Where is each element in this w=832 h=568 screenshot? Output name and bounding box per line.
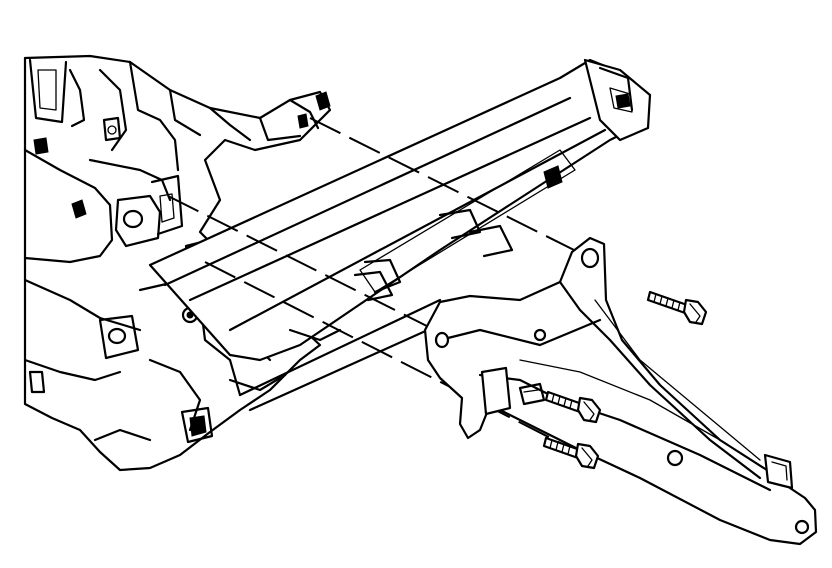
middle-bolt xyxy=(544,390,602,424)
cross-car-beam xyxy=(148,58,652,412)
mounting-bracket xyxy=(423,236,818,546)
upper-bolt xyxy=(646,290,708,326)
alignment-line-upper xyxy=(309,117,599,263)
lower-bolt xyxy=(542,436,600,470)
alignment-lines xyxy=(167,117,599,453)
alignment-line-lower xyxy=(204,261,579,453)
alignment-line-middle xyxy=(167,195,591,409)
